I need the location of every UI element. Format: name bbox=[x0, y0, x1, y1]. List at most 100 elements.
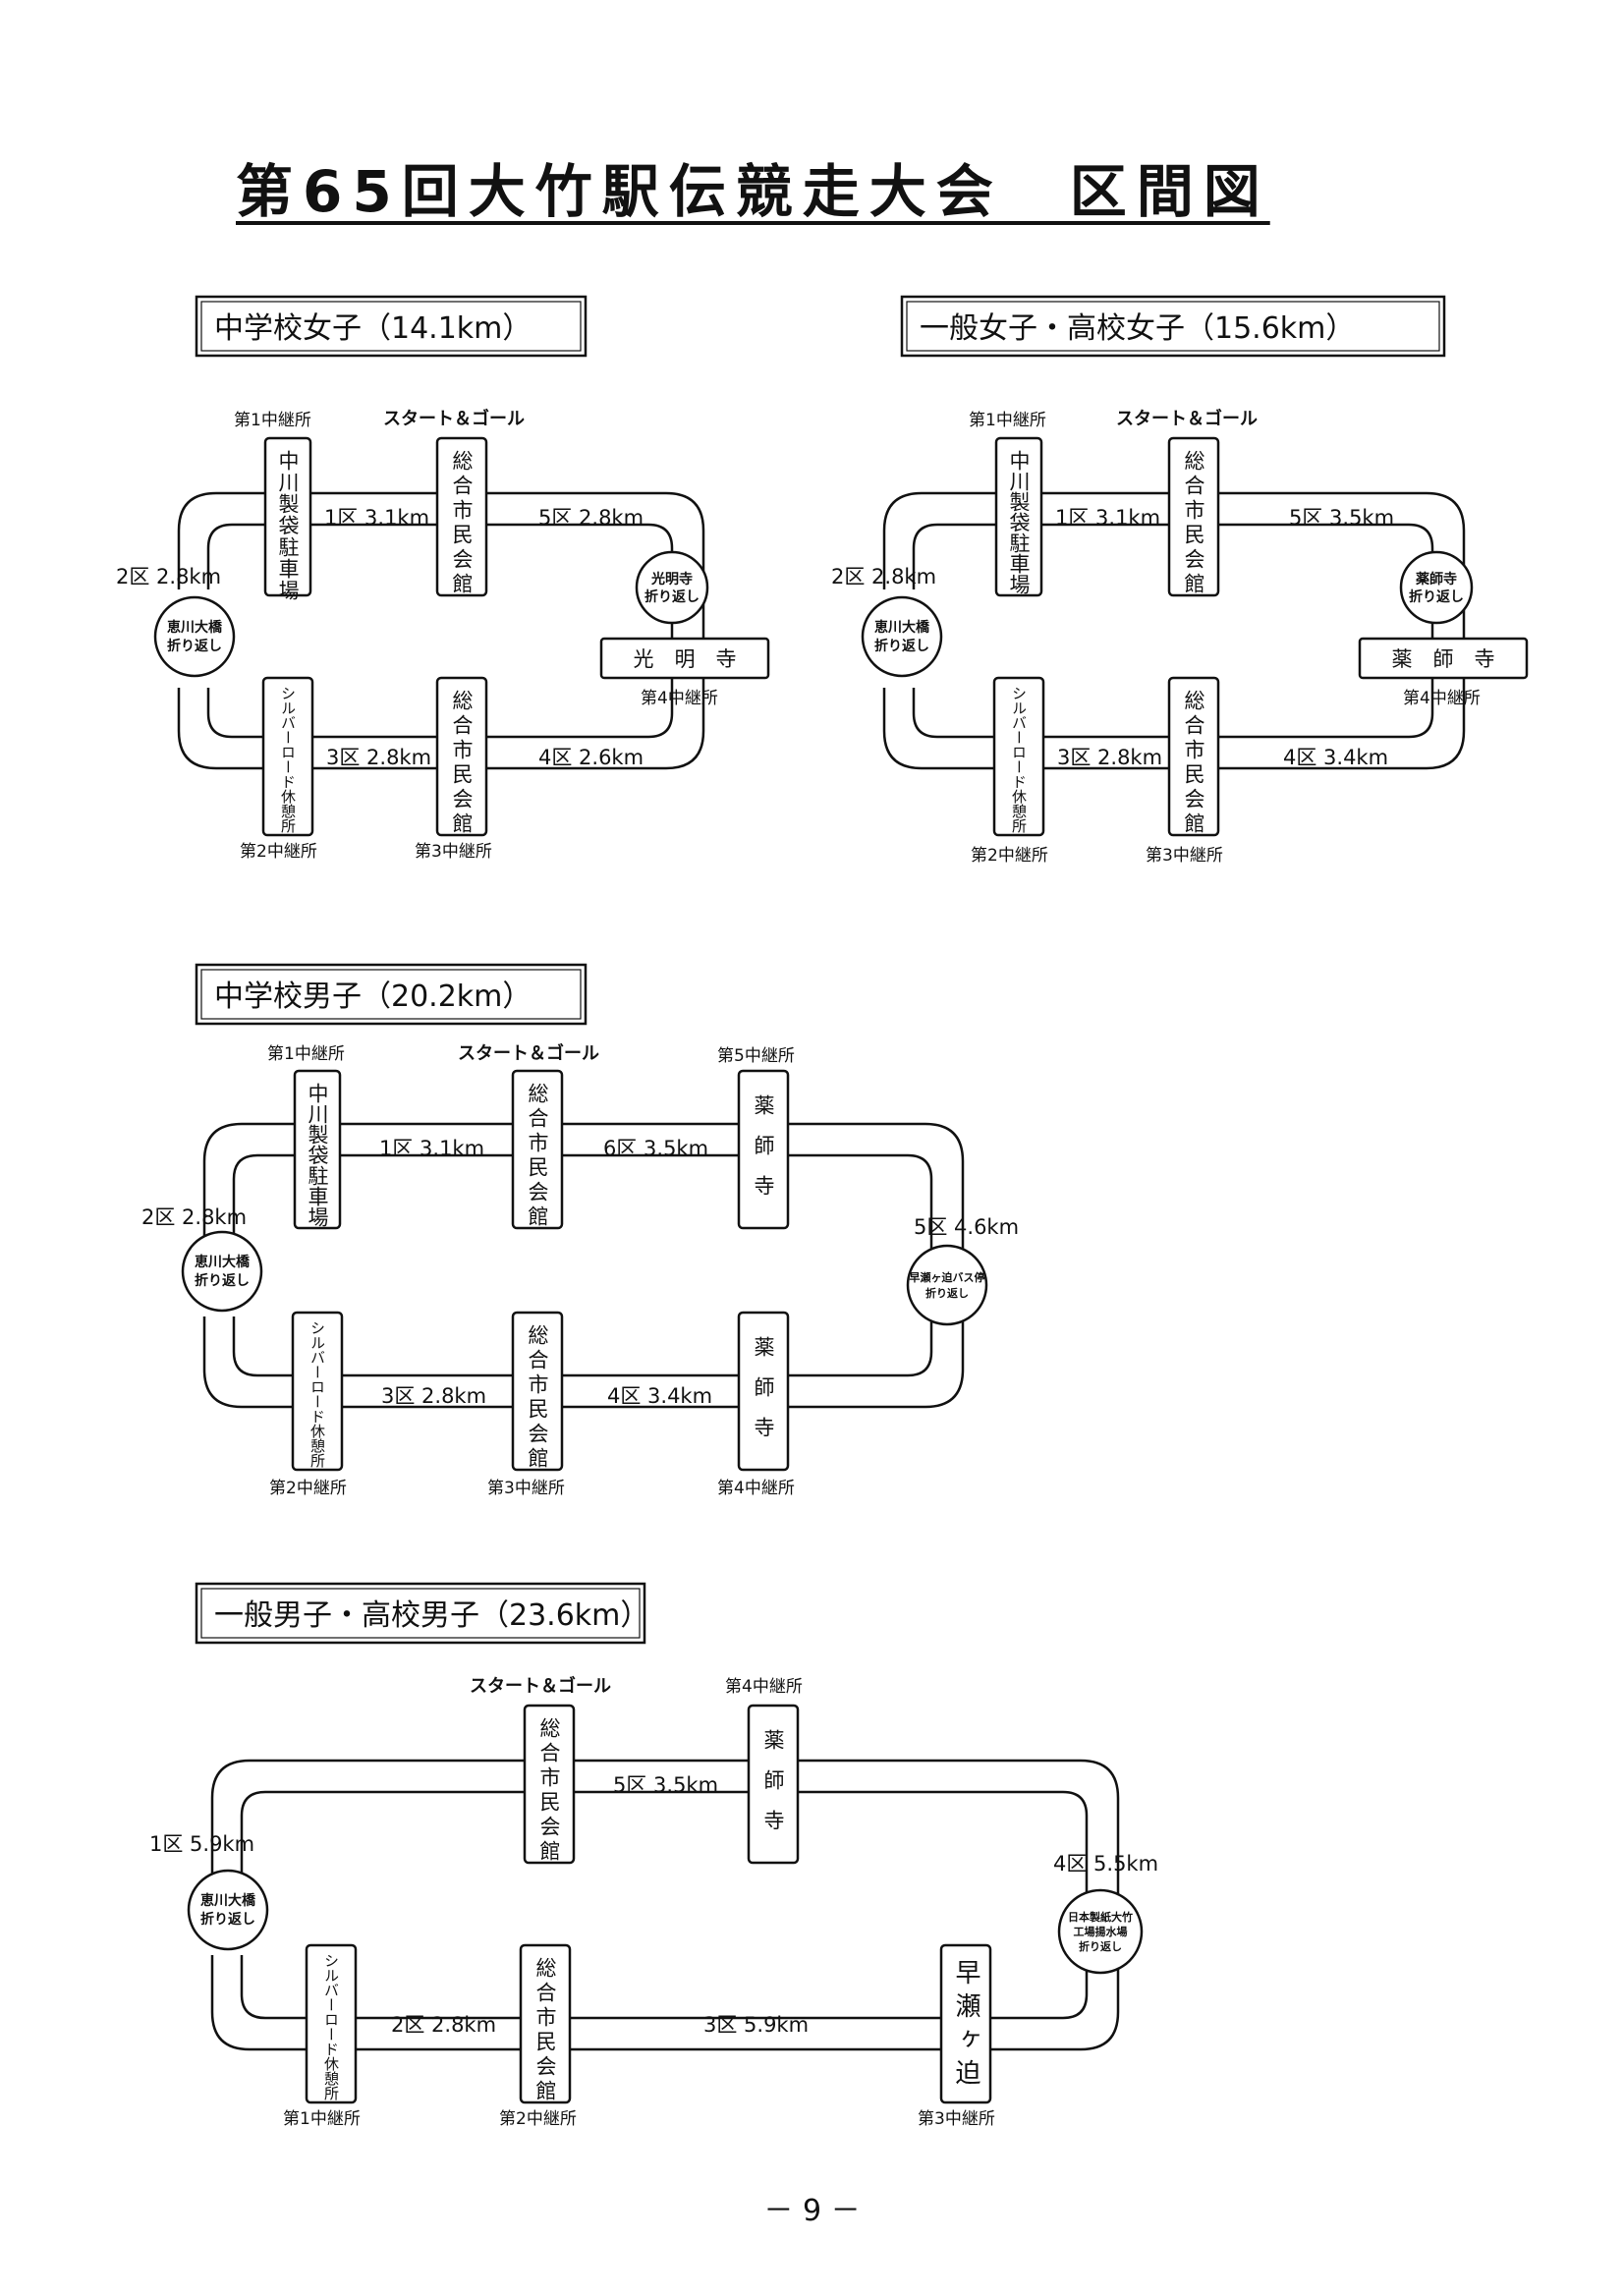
relay-label-3: 第3中継所 bbox=[918, 2109, 995, 2129]
start-goal-box-label: 総合市民会館 bbox=[450, 450, 474, 597]
checkpoint-hayasegasako bbox=[939, 1943, 992, 2104]
start-goal-label: スタート＆ゴール bbox=[470, 1675, 611, 1697]
leg-4: 4区 3.4km bbox=[1283, 746, 1388, 769]
turnaround-ebigawa-line1: 恵川大橋 bbox=[200, 1892, 256, 1909]
turnaround-yakushiji-line1: 薬師寺 bbox=[1416, 571, 1457, 588]
relay-label-2: 第2中継所 bbox=[240, 842, 317, 862]
checkpoint-sogo-bottom bbox=[1167, 676, 1220, 837]
start-goal-box bbox=[1167, 436, 1220, 597]
heading-frame bbox=[900, 295, 1446, 358]
relay-label-1: 第1中継所 bbox=[283, 2109, 361, 2129]
turnaround-ebigawa bbox=[861, 595, 943, 678]
turnaround-hayasegasako-line1: 早瀬ヶ迫バス停 bbox=[910, 1270, 985, 1284]
checkpoint-sogo-bottom-label: 総合市民会館 bbox=[526, 1324, 549, 1472]
relay-label-3: 第3中継所 bbox=[487, 1479, 565, 1498]
checkpoint-sogo-bottom bbox=[511, 1311, 564, 1472]
leg-2: 2区 2.8km bbox=[391, 2013, 496, 2037]
turnaround-komyoji bbox=[635, 550, 709, 625]
leg-3: 3区 2.8km bbox=[381, 1384, 486, 1408]
checkpoint-yakushiji-label: 薬師寺 bbox=[761, 1729, 785, 1850]
start-goal-label: スタート＆ゴール bbox=[383, 408, 525, 429]
course-general-hs-boys: 一般男子・高校男子（23.6km） スタート＆ゴール 第4中継所 総合市民会館 … bbox=[149, 1582, 1158, 2129]
relay-label-4: 第4中継所 bbox=[725, 1677, 803, 1697]
checkpoint-hayasegasako-label: 早瀬ヶ迫 bbox=[951, 1959, 980, 2093]
start-goal-box-label: 総合市民会館 bbox=[526, 1083, 549, 1230]
leg-5: 5区 3.5km bbox=[1289, 506, 1394, 530]
road-inner bbox=[206, 523, 674, 739]
checkpoint-silver bbox=[261, 676, 314, 837]
relay-label-1: 第1中継所 bbox=[234, 411, 311, 430]
checkpoint-yakushiji-top-label: 薬師寺 bbox=[752, 1094, 775, 1215]
relay-label-2: 第2中継所 bbox=[499, 2109, 577, 2129]
road-inner bbox=[912, 523, 1434, 739]
course-middle-school-boys: 中学校男子（20.2km） 第1中継所 スタート＆ゴール 第5中継所 中川製袋駐… bbox=[141, 963, 1019, 1498]
turnaround-nippon-paper bbox=[1057, 1888, 1144, 1975]
start-goal-label: スタート＆ゴール bbox=[458, 1042, 599, 1064]
start-goal-box bbox=[523, 1704, 576, 1865]
start-goal-box-label: 総合市民会館 bbox=[537, 1717, 561, 1865]
checkpoint-nakagawa-label: 中川製袋駐車場 bbox=[1007, 450, 1031, 594]
checkpoint-silver-label: シルバーロード休憩所 bbox=[322, 1953, 340, 2100]
turnaround-ebigawa-line1: 恵川大橋 bbox=[167, 619, 223, 636]
turnaround-komyoji-line1: 光明寺 bbox=[650, 571, 693, 588]
turnaround-ebigawa-line1: 恵川大橋 bbox=[195, 1254, 251, 1270]
turnaround-komyoji-line2: 折り返し bbox=[644, 588, 700, 605]
start-goal-box-label: 総合市民会館 bbox=[1182, 450, 1205, 597]
checkpoint-nakagawa bbox=[293, 1069, 342, 1230]
relay-label-3: 第3中継所 bbox=[1146, 846, 1223, 866]
checkpoint-yakushiji-top bbox=[737, 1069, 790, 1230]
course-heading: 一般女子・高校女子（15.6km） bbox=[920, 311, 1355, 346]
leg-1: 1区 3.1km bbox=[379, 1137, 484, 1160]
checkpoint-yakushiji bbox=[1358, 637, 1529, 680]
checkpoint-sogo-bottom bbox=[519, 1943, 572, 2104]
start-goal-box bbox=[511, 1069, 564, 1230]
turnaround-ebigawa-line1: 恵川大橋 bbox=[874, 619, 930, 636]
relay-label-2: 第2中継所 bbox=[971, 846, 1048, 866]
leg-5: 5区 3.5km bbox=[613, 1773, 718, 1797]
turnaround-ebigawa-line2: 折り返し bbox=[195, 1272, 250, 1289]
checkpoint-silver bbox=[992, 676, 1045, 837]
leg-3: 3区 2.8km bbox=[326, 746, 431, 769]
checkpoint-nakagawa bbox=[263, 436, 312, 597]
leg-3: 3区 2.8km bbox=[1057, 746, 1162, 769]
heading-frame bbox=[195, 295, 588, 358]
turnaround-nippon-paper-line2: 工場揚水場 bbox=[1074, 1925, 1128, 1938]
turnaround-yakushiji bbox=[1399, 550, 1474, 625]
checkpoint-komyoji bbox=[599, 637, 770, 680]
turnaround-ebigawa-line2: 折り返し bbox=[200, 1911, 255, 1928]
course-heading: 一般男子・高校男子（23.6km） bbox=[214, 1598, 649, 1633]
checkpoint-yakushiji bbox=[747, 1704, 800, 1865]
checkpoint-silver-label: シルバーロード休憩所 bbox=[1010, 686, 1028, 833]
heading-frame-inner bbox=[200, 1588, 641, 1639]
leg-3: 3区 5.9km bbox=[703, 2013, 809, 2037]
leg-4: 4区 3.4km bbox=[607, 1384, 712, 1408]
checkpoint-nakagawa-label: 中川製袋駐車場 bbox=[306, 1083, 329, 1227]
leg-4: 4区 5.5km bbox=[1053, 1852, 1158, 1876]
relay-label-3: 第3中継所 bbox=[415, 842, 492, 862]
leg-2: 2区 2.8km bbox=[831, 565, 936, 588]
heading-frame bbox=[195, 1582, 646, 1645]
checkpoint-yakushiji-bottom-label: 薬師寺 bbox=[752, 1336, 775, 1457]
checkpoint-komyoji-label: 光 明 寺 bbox=[634, 647, 737, 671]
checkpoint-sogo-bottom-label: 総合市民会館 bbox=[533, 1957, 557, 2104]
road-outer bbox=[177, 491, 705, 770]
start-goal-label: スタート＆ゴール bbox=[1116, 408, 1258, 429]
checkpoint-silver bbox=[305, 1943, 358, 2104]
leg-1: 1区 3.1km bbox=[1055, 506, 1160, 530]
checkpoint-nakagawa bbox=[994, 436, 1043, 597]
leg-2: 2区 2.8km bbox=[141, 1205, 247, 1229]
turnaround-ebigawa-line2: 折り返し bbox=[167, 638, 222, 654]
relay-label-4: 第4中継所 bbox=[717, 1479, 795, 1498]
leg-1: 1区 3.1km bbox=[324, 506, 429, 530]
page-title: 第65回大竹駅伝競走大会 区間図 bbox=[236, 158, 1270, 225]
heading-frame bbox=[195, 963, 588, 1026]
heading-frame-inner bbox=[200, 301, 582, 352]
checkpoint-sogo-bottom-label: 総合市民会館 bbox=[450, 690, 474, 837]
turnaround-ebigawa-line2: 折り返し bbox=[874, 638, 929, 654]
relay-label-4: 第4中継所 bbox=[1403, 689, 1481, 708]
leg-5: 5区 4.6km bbox=[914, 1215, 1019, 1239]
checkpoint-yakushiji-label: 薬 師 寺 bbox=[1392, 647, 1495, 671]
checkpoint-silver bbox=[291, 1311, 344, 1472]
turnaround-yakushiji-line2: 折り返し bbox=[1409, 588, 1464, 605]
